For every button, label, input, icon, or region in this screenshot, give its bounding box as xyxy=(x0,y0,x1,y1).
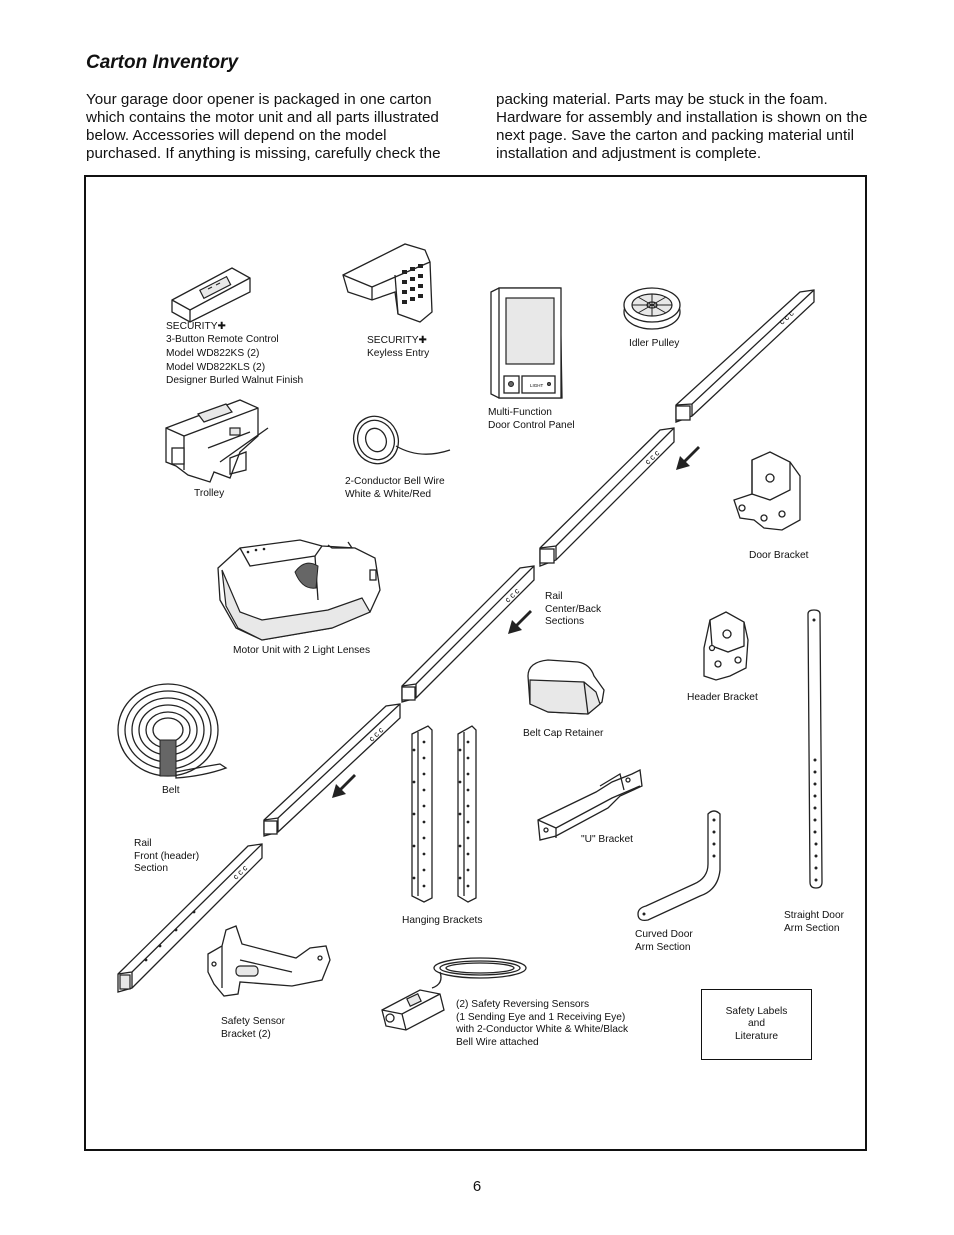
label-remote-control: SECURITY✚ 3-Button Remote Control xyxy=(166,321,279,345)
rail-lower-section-icon: c c c xyxy=(263,703,401,837)
belt-coil-icon xyxy=(117,683,228,779)
label-remote-model-1: Model WD822KS (2) xyxy=(166,348,260,359)
label-rail-front: Rail Front (header) Section xyxy=(134,838,200,874)
label-keyless-entry: SECURITY✚ Keyless Entry xyxy=(367,335,430,359)
label-u-bracket: "U" Bracket xyxy=(581,834,633,845)
keyless-entry-icon xyxy=(342,243,433,323)
label-trolley: Trolley xyxy=(194,488,225,499)
rail-back-section-icon: c c c xyxy=(675,289,815,423)
idler-pulley-icon xyxy=(623,287,681,330)
u-bracket-icon xyxy=(537,769,643,841)
label-straight-arm: Straight Door Arm Section xyxy=(784,910,845,934)
page-number: 6 xyxy=(472,1178,482,1195)
rail-center-section-icon: c c c xyxy=(539,427,675,567)
label-safety-sensors: (2) Safety Reversing Sensors (1 Sending … xyxy=(456,999,629,1048)
motor-unit-icon xyxy=(217,539,381,641)
door-bracket-icon xyxy=(733,451,801,531)
panel-light-label: LIGHT xyxy=(530,383,544,388)
safety-sensor-bracket-icon xyxy=(207,925,331,997)
label-bell-wire: 2-Conductor Bell Wire White & White/Red xyxy=(345,476,445,500)
header-bracket-icon xyxy=(703,611,749,681)
trolley-icon xyxy=(165,399,269,483)
label-door-bracket: Door Bracket xyxy=(749,550,809,561)
intro-paragraph-right: packing material. Parts may be stuck in … xyxy=(496,91,868,162)
label-belt-cap-retainer: Belt Cap Retainer xyxy=(523,728,604,739)
inventory-frame xyxy=(84,175,867,1151)
hanging-brackets-icon xyxy=(411,725,477,903)
label-safety-labels: Safety Labels and Literature xyxy=(725,1005,788,1042)
label-header-bracket: Header Bracket xyxy=(687,692,758,703)
rail-middle-section-icon: c c c xyxy=(401,565,535,703)
intro-paragraph-left: Your garage door opener is packaged in o… xyxy=(86,91,441,162)
label-remote-model-2: Model WD822KLS (2) Designer Burled Walnu… xyxy=(166,362,304,386)
belt-cap-retainer-icon xyxy=(527,659,605,715)
label-motor-unit: Motor Unit with 2 Light Lenses xyxy=(233,645,371,656)
curved-arm-icon xyxy=(637,810,721,922)
label-rail-center-back: Rail Center/Back Sections xyxy=(545,591,602,627)
label-belt: Belt xyxy=(162,785,180,796)
door-control-panel-icon: LIGHT xyxy=(490,287,563,399)
straight-arm-icon xyxy=(807,609,823,889)
assembly-arrows xyxy=(332,446,700,798)
label-curved-arm: Curved Door Arm Section xyxy=(635,929,693,953)
label-idler-pulley: Idler Pulley xyxy=(629,338,680,349)
label-door-control-panel: Multi-Function Door Control Panel xyxy=(488,407,575,431)
label-safety-sensor-bracket: Safety Sensor Bracket (2) xyxy=(221,1016,285,1040)
bell-wire-coil-icon xyxy=(352,415,451,465)
label-hanging-brackets: Hanging Brackets xyxy=(402,915,483,926)
page-title: Carton Inventory xyxy=(86,52,239,73)
safety-labels-box: Safety Labels and Literature xyxy=(701,989,812,1060)
safety-sensors-icon xyxy=(381,957,527,1031)
remote-control-icon xyxy=(171,267,251,323)
